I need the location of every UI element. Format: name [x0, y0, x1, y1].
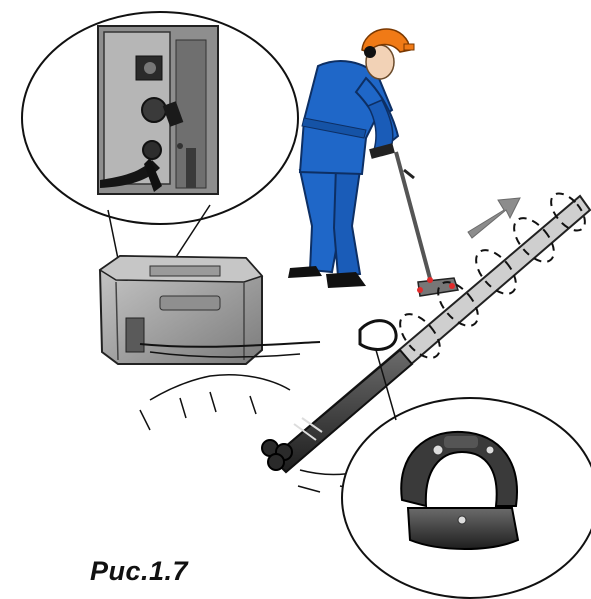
panel-knob-icon: [144, 62, 156, 74]
panel-closeup: [98, 26, 218, 194]
figure-caption: Рис.1.7: [90, 556, 188, 587]
headphones-icon: [364, 46, 376, 58]
panel-connector-icon: [142, 98, 166, 122]
receiver-rod: [396, 152, 432, 286]
direction-arrow-icon: [468, 198, 520, 238]
generator-case: [100, 256, 320, 364]
worker-figure: [288, 29, 458, 296]
callout-ellipse-bottom: [342, 398, 591, 598]
signal-marker: [427, 277, 433, 283]
panel-output-socket-icon: [143, 141, 161, 159]
signal-marker: [449, 283, 455, 289]
signal-marker: [417, 287, 423, 293]
